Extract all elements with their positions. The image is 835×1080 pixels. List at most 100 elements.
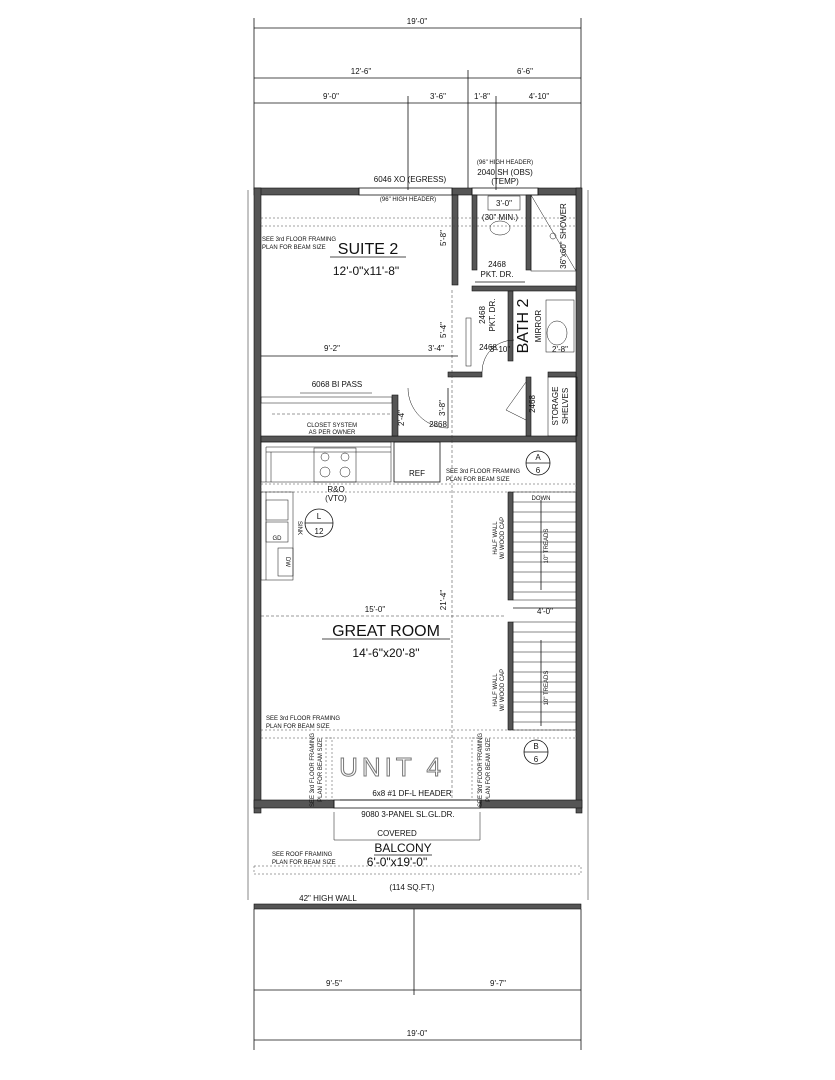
pocket-door-label: 2468 (488, 260, 506, 269)
marker-l-letter: L (317, 512, 322, 521)
seg-a-dim: 9'-0" (323, 92, 339, 101)
vert-note-r1: SEE 3rd FLOOR FRAMING (478, 733, 484, 807)
pocket-door-label-2: PKT. DR. (481, 270, 514, 279)
range-label: R&O (327, 485, 344, 494)
roof-framing-note-1: SEE ROOF FRAMING (272, 852, 333, 858)
suite-size: 12'-0"x11'-8" (333, 264, 399, 278)
great-framing-note-2: PLAN FOR BEAM SIZE (266, 724, 330, 730)
beam-lines (253, 217, 582, 875)
pocket-door-v-label-2: PKT. DR. (488, 299, 497, 332)
top-dimensions: 19'-0" 12'-6" 6'-6" 9'-0" 3'-6" 1'-8" 4'… (253, 17, 582, 190)
treads-lower: 10" TREADS (544, 671, 550, 706)
balcony: 9080 3-PANEL SL.GL.DR. COVERED BALCONY 6… (253, 810, 582, 910)
marker-a-sheet: 6 (536, 466, 541, 475)
seg-b-dim: 3'-6" (430, 92, 446, 101)
kitchen: REF SEE 3rd FLOOR FRAMING PLAN FOR BEAM … (260, 441, 520, 581)
closet-v2-dim: 2'-4" (397, 410, 406, 426)
closet-system-1: CLOSET SYSTEM (307, 423, 357, 429)
marker-a-letter: A (535, 453, 541, 462)
shelves-label: SHELVES (561, 388, 570, 424)
header-96-label: (96" HIGH HEADER) (380, 197, 436, 203)
suite-framing-note-1: SEE 3rd FLOOR FRAMING (262, 237, 336, 243)
bath-w2-dim: 2'-8" (552, 345, 568, 354)
suite-h-dim: 9'-2" (324, 344, 340, 353)
stairs: DOWN 10" TREADS HALF WALL W/ WOOD CAP 4'… (493, 491, 577, 731)
balcony-size: 6'-0"x19'-0" (367, 855, 427, 869)
suite-name: SUITE 2 (338, 241, 399, 258)
pocket-left-label: 2468 (479, 343, 497, 352)
bath-name: BATH 2 (515, 298, 532, 353)
closet-v-dim: 3'-8" (438, 400, 447, 416)
balcony-name: BALCONY (374, 841, 431, 855)
great-room-size: 14'-6"x20'-8" (352, 646, 419, 660)
bottom-left-dim: 9'-5" (326, 979, 342, 988)
treads-upper: 10" TREADS (544, 529, 550, 564)
down-label: DOWN (532, 496, 551, 502)
stair-w-dim: 4'-0" (537, 607, 553, 616)
sink-label: SINK (296, 521, 302, 535)
suite-h2-dim: 3'-4" (428, 344, 444, 353)
section-marker-a[interactable]: A 6 (525, 450, 551, 476)
section-marker-l[interactable]: L 12 (304, 508, 334, 538)
header-68-label: 6x8 #1 DF-L HEADER (372, 789, 452, 798)
great-framing-note-1: SEE 3rd FLOOR FRAMING (266, 716, 340, 722)
dw-label: DW (284, 557, 290, 567)
vert-note-r2: PLAN FOR BEAM SIZE (486, 738, 492, 802)
covered-label: COVERED (377, 829, 417, 838)
seg-c-dim: 1'-8" (474, 92, 490, 101)
wood-cap-lower: W/ WOOD CAP (500, 669, 506, 711)
overall-top-dim: 19'-0" (407, 17, 428, 26)
great-w-dim: 15'-0" (365, 605, 386, 614)
pocket-door-v-label: 2468 (478, 306, 487, 324)
sqft-label: (114 SQ.FT.) (389, 883, 435, 892)
wall-42-label: 42" HIGH WALL (299, 894, 357, 903)
half-wall-lower: HALF WALL (493, 673, 499, 707)
vert-note-l2: PLAN FOR BEAM SIZE (318, 738, 324, 802)
great-room: 15'-0" 21'-4" GREAT ROOM 14'-6"x20'-8" S… (266, 590, 492, 807)
exterior-walls (247, 187, 589, 900)
vert-note-l1: SEE 3rd FLOOR FRAMING (310, 733, 316, 807)
door-2468-label: 2468 (528, 395, 537, 413)
sh-window-label: 2040 SH (OBS) (477, 168, 533, 177)
clear-3-0-dim: 3'-0" (496, 199, 512, 208)
unit-watermark: UNIT 4 (339, 752, 445, 782)
roof-framing-note-2: PLAN FOR BEAM SIZE (272, 860, 336, 866)
suite-v2-dim: 5'-4" (439, 322, 448, 338)
range-label-2: (VTO) (325, 494, 347, 503)
slider-label: 9080 3-PANEL SL.GL.DR. (361, 810, 454, 819)
section-marker-b[interactable]: B 6 (523, 739, 549, 765)
seg-d-dim: 4'-10" (529, 92, 550, 101)
egress-window-label: 6046 XO (EGRESS) (374, 175, 447, 184)
kitchen-framing-note-1: SEE 3rd FLOOR FRAMING (446, 469, 520, 475)
suite-2: 6046 XO (EGRESS) (96" HIGH HEADER) SEE 3… (260, 175, 458, 436)
bath-2: (96" HIGH HEADER) 2040 SH (OBS) (TEMP) 3… (465, 160, 577, 426)
bi-pass-label: 6068 BI PASS (312, 380, 363, 389)
marker-b-sheet: 6 (534, 755, 539, 764)
storage-label: STORAGE (551, 387, 560, 426)
ref-label: REF (409, 469, 425, 478)
suite-framing-note-2: PLAN FOR BEAM SIZE (262, 245, 326, 251)
closet-system-2: AS PER OWNER (309, 430, 356, 436)
wood-cap-upper: W/ WOOD CAP (500, 517, 506, 559)
bottom-right-dim: 9'-7" (490, 979, 506, 988)
shower-label: 36"x60" SHOWER (559, 203, 568, 269)
marker-l-sheet: 12 (315, 527, 324, 536)
kitchen-framing-note-2: PLAN FOR BEAM SIZE (446, 477, 510, 483)
mirror-label: MIRROR (534, 310, 543, 343)
right-top-dim: 6'-6" (517, 67, 533, 76)
half-wall-upper: HALF WALL (493, 521, 499, 555)
suite-v-dim: 5'-8" (439, 230, 448, 246)
overall-bottom-dim: 19'-0" (407, 1029, 428, 1038)
great-v-dim: 21'-4" (439, 590, 448, 611)
great-room-name: GREAT ROOM (332, 623, 440, 640)
header-96-b-label: (96" HIGH HEADER) (477, 160, 533, 166)
gd-label: GD (273, 536, 283, 542)
bottom-dimensions: 9'-5" 9'-7" 19'-0" (253, 909, 582, 1050)
bath-w-dim: 3'-10" (490, 345, 511, 354)
sh-temp-label: (TEMP) (491, 177, 519, 186)
clear-30-min: (30" MIN.) (482, 213, 519, 222)
door-2868-label: 2868 (429, 420, 447, 429)
left-top-dim: 12'-6" (351, 67, 372, 76)
marker-b-letter: B (533, 742, 538, 751)
